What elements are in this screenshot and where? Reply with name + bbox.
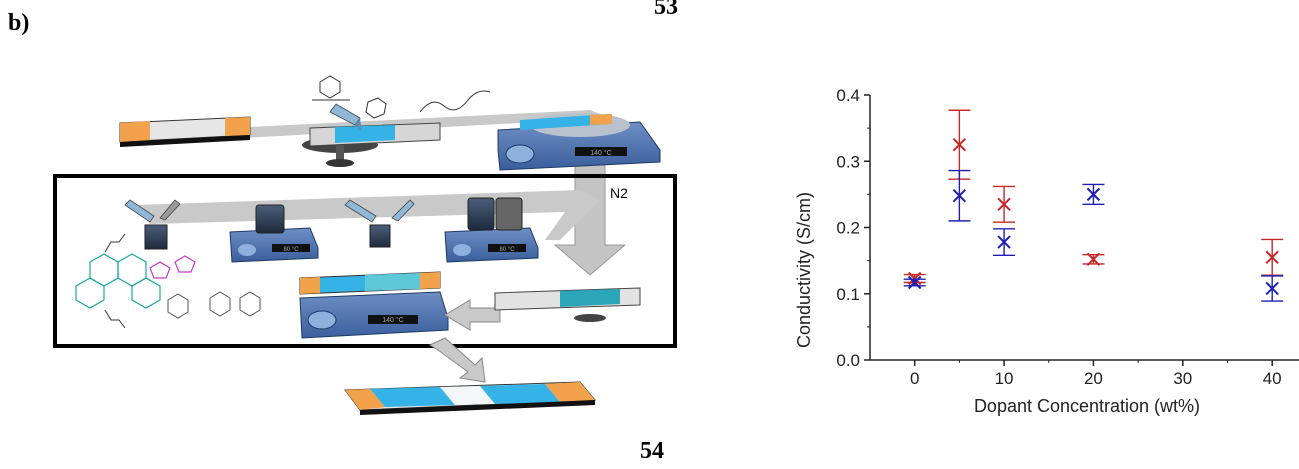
x-tick-label: 30: [1173, 369, 1192, 388]
x-marker: [1086, 187, 1101, 202]
x-marker: [952, 188, 967, 203]
ndi-polymer-structure: [75, 253, 161, 309]
data-point: [993, 228, 1016, 257]
x-tick-label: 40: [1263, 369, 1282, 388]
beaker-pipette-2: [344, 199, 415, 248]
conductivity-chart: 0.0 0.1 0.2 0.3 0.4 0 10 20 30 40 Conductivity (S…: [794, 86, 1299, 416]
data-point: [1082, 183, 1105, 206]
hotplate-2: 80 °C: [229, 204, 319, 263]
glovebox-frame: [53, 174, 677, 348]
hotplate-3: 80 °C: [444, 197, 539, 263]
x-marker: [952, 137, 967, 152]
y-tick-label: 0.2: [836, 219, 860, 238]
reference-number-bottom: 54: [640, 438, 664, 464]
x-tick-label: 10: [995, 369, 1014, 388]
data-point: [903, 275, 926, 290]
hotplate-1: 140 °C: [497, 113, 661, 171]
x-tick-label: 20: [1084, 369, 1103, 388]
x-marker: [1086, 252, 1101, 267]
y-tick-label: 0.0: [836, 351, 860, 370]
dopant-structure: [167, 291, 261, 319]
data-point: [1082, 252, 1105, 267]
reference-number-top: 53: [654, 0, 678, 20]
y-tick-label: 0.1: [836, 285, 860, 304]
x-marker: [997, 235, 1011, 249]
x-axis-label: Dopant Concentration (wt%): [974, 396, 1200, 416]
y-tick-label: 0.4: [836, 86, 860, 105]
beaker-pipette-1: [124, 199, 181, 250]
spin-coater-1: [302, 122, 441, 167]
spin-coater-2: [494, 287, 641, 322]
fabrication-schematic: 140 °C N2 80 °C 80 °C: [53, 75, 677, 415]
data-point: [1261, 275, 1284, 302]
chart-axes: 0.0 0.1 0.2 0.3 0.4 0 10 20 30 40: [836, 86, 1299, 388]
x-marker: [997, 197, 1011, 212]
data-point: [1261, 238, 1284, 276]
x-marker: [1265, 250, 1279, 265]
x-marker: [907, 275, 922, 290]
y-axis-label: Conductivity (S/cm): [794, 192, 814, 348]
data-point: [948, 169, 971, 222]
x-tick-label: 0: [910, 369, 919, 388]
hotplate-4: 140 °C: [299, 271, 449, 339]
pipette-top: [329, 103, 362, 132]
svg-text:140 °C: 140 °C: [382, 316, 403, 324]
arrow-to-device: [428, 337, 486, 383]
substrate-plain: [119, 116, 251, 147]
panel-label: b): [8, 10, 30, 36]
svg-text:80 °C: 80 °C: [283, 247, 299, 253]
bithiophene-structure: [149, 255, 196, 279]
arrow-left: [444, 299, 501, 331]
y-tick-label: 0.3: [836, 152, 860, 171]
alkyl-chains: [104, 233, 126, 329]
n2-label: N2: [610, 185, 628, 201]
pedot-pss-structure: [312, 75, 491, 119]
svg-text:140 °C: 140 °C: [590, 149, 611, 157]
data-point: [948, 109, 971, 180]
svg-text:80 °C: 80 °C: [499, 247, 515, 253]
data-point: [993, 185, 1016, 223]
chart-marks: [903, 109, 1284, 302]
x-marker: [1265, 281, 1279, 296]
final-device: [344, 381, 597, 415]
